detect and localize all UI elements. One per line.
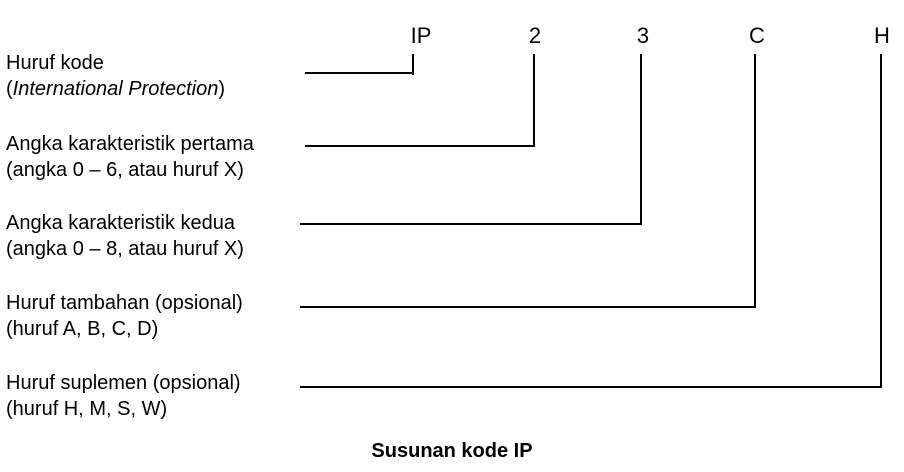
label-letter-code-title: Huruf kode xyxy=(6,52,104,74)
connector-additional-horizontal xyxy=(300,306,756,308)
code-first-digit: 2 xyxy=(528,23,542,48)
connector-supplementary-horizontal xyxy=(300,386,882,388)
label-additional-letter: Huruf tambahan (opsional) (huruf A, B, C… xyxy=(6,290,243,342)
connector-additional-vertical xyxy=(754,54,756,308)
label-supplementary-letter: Huruf suplemen (opsional) (huruf H, M, S… xyxy=(6,370,241,422)
connector-first-digit-horizontal xyxy=(305,145,535,147)
label-second-characteristic: Angka karakteristik kedua (angka 0 – 8, … xyxy=(6,210,244,262)
connector-first-digit-vertical xyxy=(533,54,535,147)
label-letter-code: Huruf kode (International Protection) xyxy=(6,50,225,102)
code-additional-letter: C xyxy=(749,23,765,48)
code-second-digit: 3 xyxy=(636,23,650,48)
label-first-characteristic: Angka karakteristik pertama (angka 0 – 6… xyxy=(6,131,254,183)
label-first-characteristic-desc: (angka 0 – 6, atau huruf X) xyxy=(6,159,244,181)
label-second-characteristic-title: Angka karakteristik kedua xyxy=(6,212,236,234)
label-additional-letter-desc: (huruf A, B, C, D) xyxy=(6,318,159,340)
code-ip: IP xyxy=(410,23,432,48)
connector-second-digit-vertical xyxy=(640,54,642,225)
code-supplementary-letter: H xyxy=(874,23,890,48)
label-letter-code-desc: (International Protection) xyxy=(6,78,226,100)
label-second-characteristic-desc: (angka 0 – 8, atau huruf X) xyxy=(6,238,244,260)
label-additional-letter-title: Huruf tambahan (opsional) xyxy=(6,292,243,314)
connector-ip-horizontal xyxy=(305,72,414,74)
connector-second-digit-horizontal xyxy=(300,223,642,225)
label-supplementary-letter-title: Huruf suplemen (opsional) xyxy=(6,372,241,394)
connector-supplementary-vertical xyxy=(880,54,882,388)
connector-ip-vertical xyxy=(412,54,414,75)
label-supplementary-letter-desc: (huruf H, M, S, W) xyxy=(6,398,168,420)
label-first-characteristic-title: Angka karakteristik pertama xyxy=(6,133,254,155)
diagram-caption: Susunan kode IP xyxy=(371,440,533,462)
